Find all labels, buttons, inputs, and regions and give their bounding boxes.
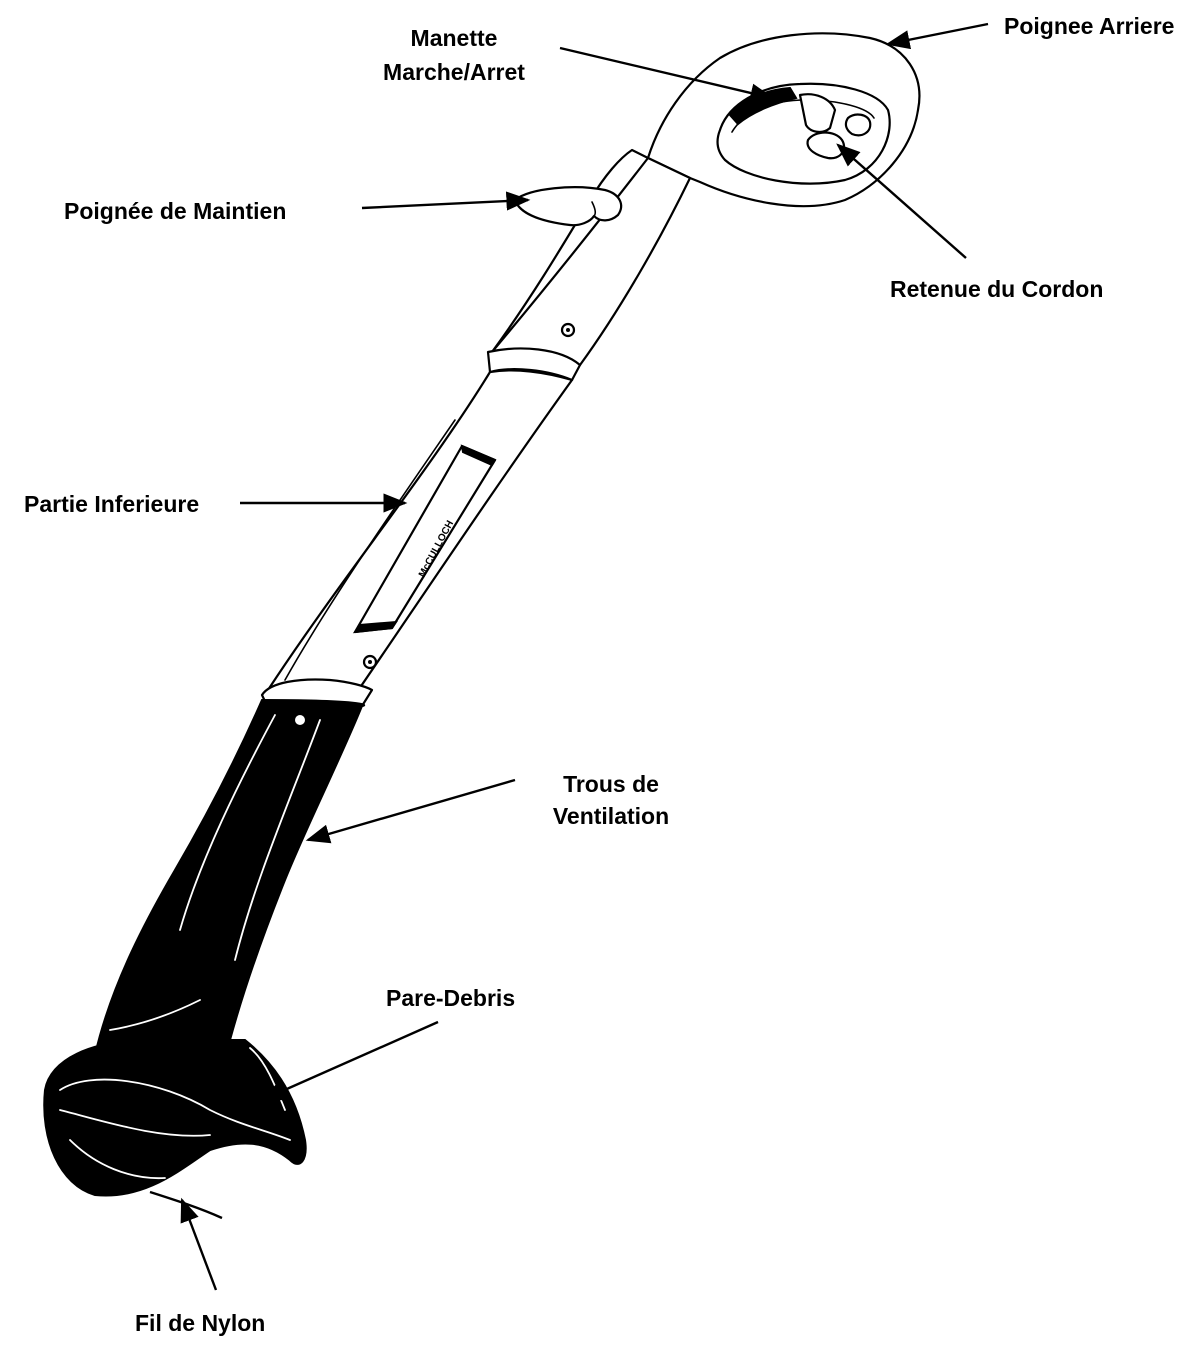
label-poignee-maintien: Poignée de Maintien [64,198,286,224]
arrow-retenue-cordon [836,143,967,259]
leader-arrows [180,22,989,1291]
label-fil-nylon: Fil de Nylon [135,1310,265,1336]
nylon-line [149,1190,223,1220]
arrow-pare-debris [259,1020,439,1102]
auxiliary-handle [513,186,623,227]
debris-guard [43,1039,307,1197]
arrow-poignee-maintien [361,191,531,211]
label-poignee-arriere: Poignee Arriere [1004,13,1174,39]
label-trous-line1: Trous de [563,771,659,797]
label-partie-inferieure: Partie Inferieure [24,491,199,517]
arrow-manette [559,46,775,103]
arrow-poignee-arriere [885,22,989,50]
label-manette-line1: Manette [411,25,498,51]
labels: Poignee Arriere Manette Marche/Arret Poi… [24,13,1174,1336]
arrow-fil-nylon [180,1197,218,1291]
label-trous-line2: Ventilation [553,803,669,829]
trimmer-illustration [43,32,921,1220]
motor-housing [93,698,366,1057]
arrow-trous-ventilation [305,778,516,844]
on-off-switch [728,86,798,126]
label-manette-line2: Marche/Arret [383,59,525,85]
label-retenue-cordon: Retenue du Cordon [890,276,1103,302]
label-pare-debris: Pare-Debris [386,985,515,1011]
